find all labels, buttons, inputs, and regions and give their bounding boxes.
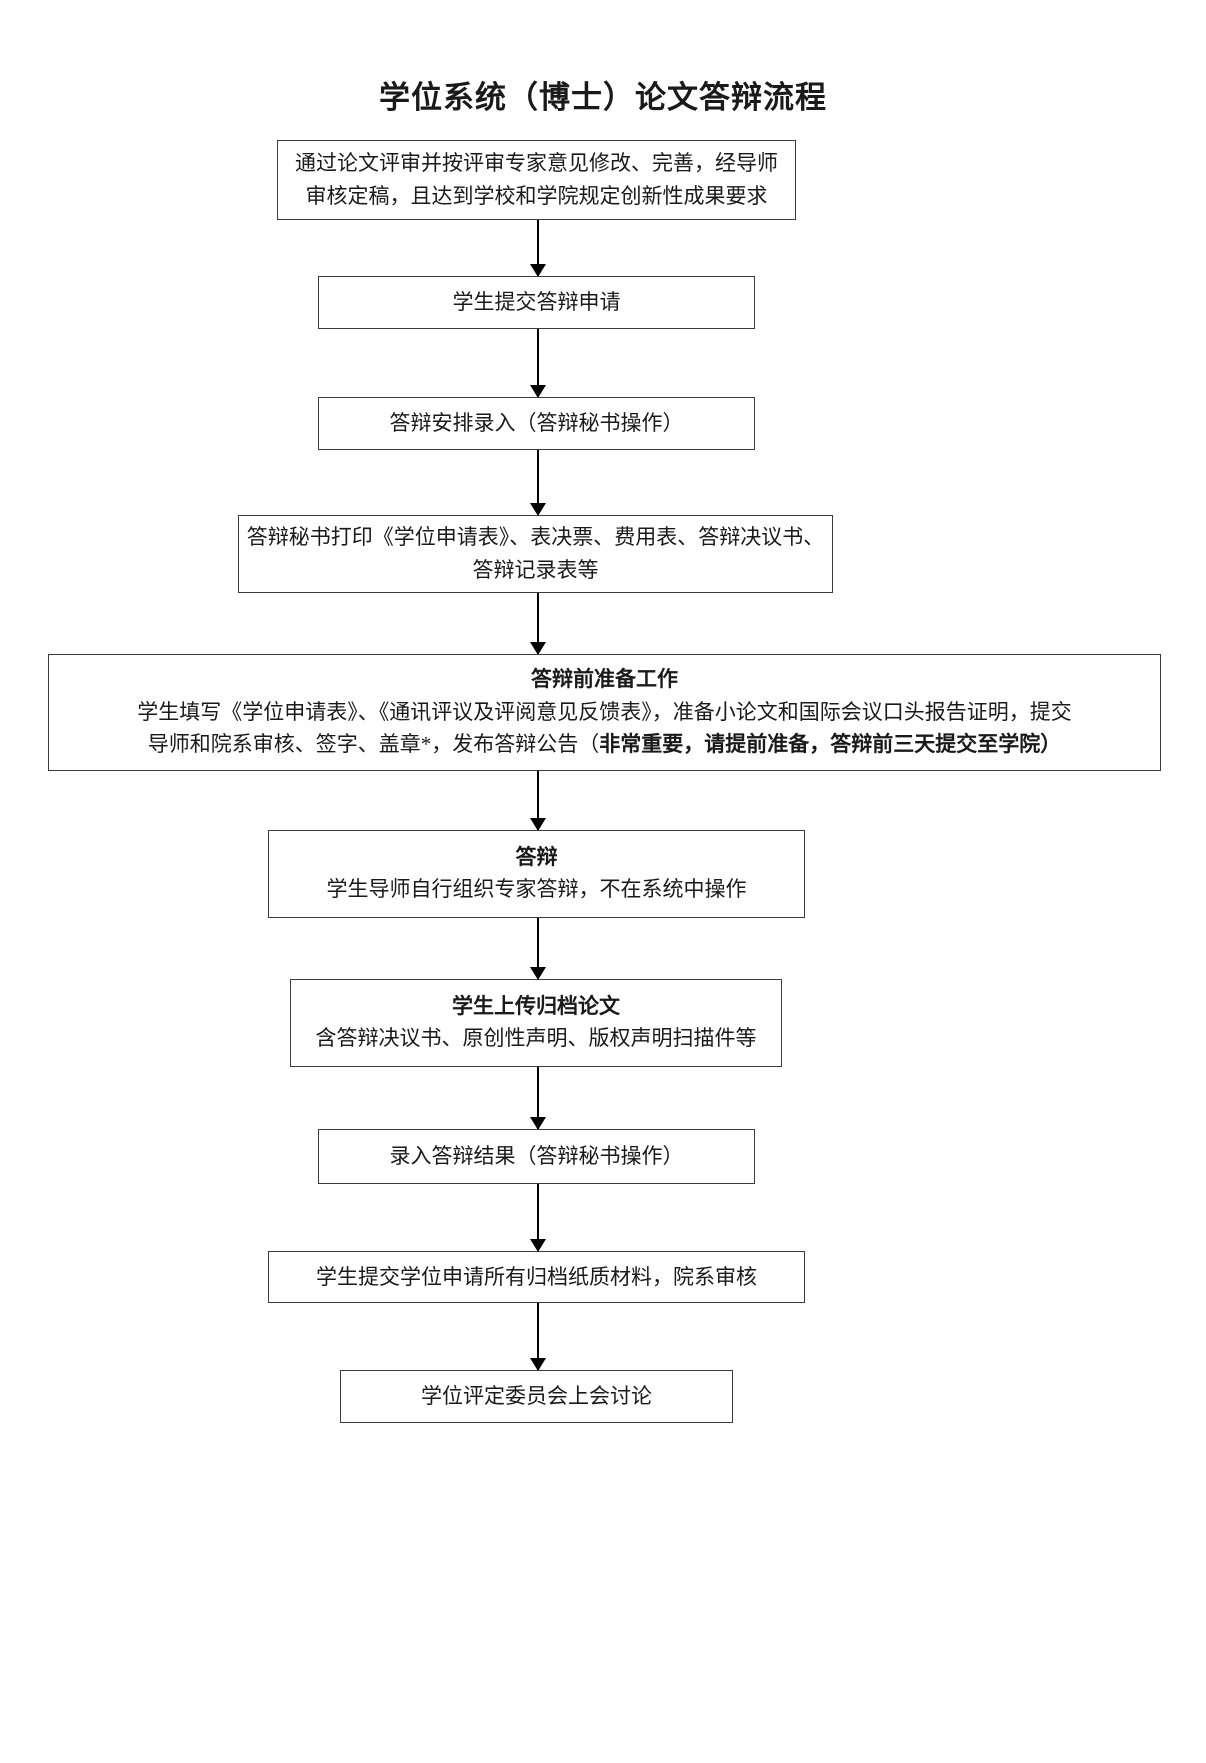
step-degree-committee-discussion-line-1: 学位评定委员会上会讨论 bbox=[421, 1384, 652, 1409]
step-submit-paper-materials: 学生提交学位申请所有归档纸质材料，院系审核 bbox=[268, 1251, 805, 1303]
step-upload-archived-thesis-heading: 学生上传归档论文 bbox=[452, 993, 620, 1018]
step-thesis-review-passed: 通过论文评审并按评审专家意见修改、完善，经导师 审核定稿，且达到学校和学院规定创… bbox=[277, 140, 796, 220]
step-upload-archived-thesis-line-1: 含答辩决议书、原创性声明、版权声明扫描件等 bbox=[315, 1026, 757, 1051]
connector-6 bbox=[537, 918, 539, 979]
step-defense-arrangement-entry-line-1: 答辩安排录入（答辩秘书操作） bbox=[389, 411, 684, 436]
connector-5 bbox=[537, 771, 539, 830]
step-secretary-print-forms: 答辩秘书打印《学位申请表》、表决票、费用表、答辩决议书、 答辩记录表等 bbox=[238, 515, 833, 593]
step-submit-defense-application-line-1: 学生提交答辩申请 bbox=[452, 290, 621, 315]
connector-7 bbox=[537, 1067, 539, 1129]
connector-4 bbox=[537, 593, 539, 654]
step-degree-committee-discussion: 学位评定委员会上会讨论 bbox=[340, 1370, 733, 1423]
step-defense-heading: 答辩 bbox=[515, 844, 558, 869]
step-upload-archived-thesis: 学生上传归档论文 含答辩决议书、原创性声明、版权声明扫描件等 bbox=[290, 979, 782, 1067]
step-pre-defense-preparation-line-1: 学生填写《学位申请表》、《通讯评议及评阅意见反馈表》，准备小论文和国际会议口头报… bbox=[137, 699, 1072, 724]
step-defense-arrangement-entry: 答辩安排录入（答辩秘书操作） bbox=[318, 397, 755, 450]
page-title: 学位系统（博士）论文答辩流程 bbox=[379, 80, 827, 115]
step-submit-paper-materials-line-1: 学生提交学位申请所有归档纸质材料，院系审核 bbox=[316, 1264, 757, 1289]
step-enter-defense-result: 录入答辩结果（答辩秘书操作） bbox=[318, 1129, 755, 1184]
connector-1 bbox=[537, 220, 539, 276]
step-pre-defense-preparation-line-2-bold: 非常重要，请提前准备，答辩前三天提交至学院） bbox=[599, 732, 1062, 757]
step-pre-defense-preparation: 答辩前准备工作 学生填写《学位申请表》、《通讯评议及评阅意见反馈表》，准备小论文… bbox=[48, 654, 1161, 771]
step-thesis-review-passed-line-2: 审核定稿，且达到学校和学院规定创新性成果要求 bbox=[305, 184, 768, 208]
connector-9 bbox=[537, 1303, 539, 1370]
step-secretary-print-forms-line-2: 答辩记录表等 bbox=[472, 558, 599, 582]
step-submit-defense-application: 学生提交答辩申请 bbox=[318, 276, 755, 329]
step-thesis-review-passed-line-1: 通过论文评审并按评审专家意见修改、完善，经导师 bbox=[295, 151, 778, 176]
step-pre-defense-preparation-heading: 答辩前准备工作 bbox=[531, 667, 678, 692]
step-pre-defense-preparation-line-2: 导师和院系审核、签字、盖章*，发布答辩公告（非常重要，请提前准备，答辩前三天提交… bbox=[148, 728, 1062, 761]
step-enter-defense-result-line-1: 录入答辩结果（答辩秘书操作） bbox=[389, 1144, 684, 1169]
step-defense: 答辩 学生导师自行组织专家答辩，不在系统中操作 bbox=[268, 830, 805, 918]
connector-3 bbox=[537, 450, 539, 515]
connector-2 bbox=[537, 329, 539, 397]
step-pre-defense-preparation-line-2-normal: 导师和院系审核、签字、盖章*，发布答辩公告（ bbox=[147, 732, 600, 757]
connector-8 bbox=[537, 1184, 539, 1251]
step-defense-line-1: 学生导师自行组织专家答辩，不在系统中操作 bbox=[326, 877, 747, 902]
step-secretary-print-forms-line-1: 答辩秘书打印《学位申请表》、表决票、费用表、答辩决议书、 bbox=[246, 525, 825, 550]
